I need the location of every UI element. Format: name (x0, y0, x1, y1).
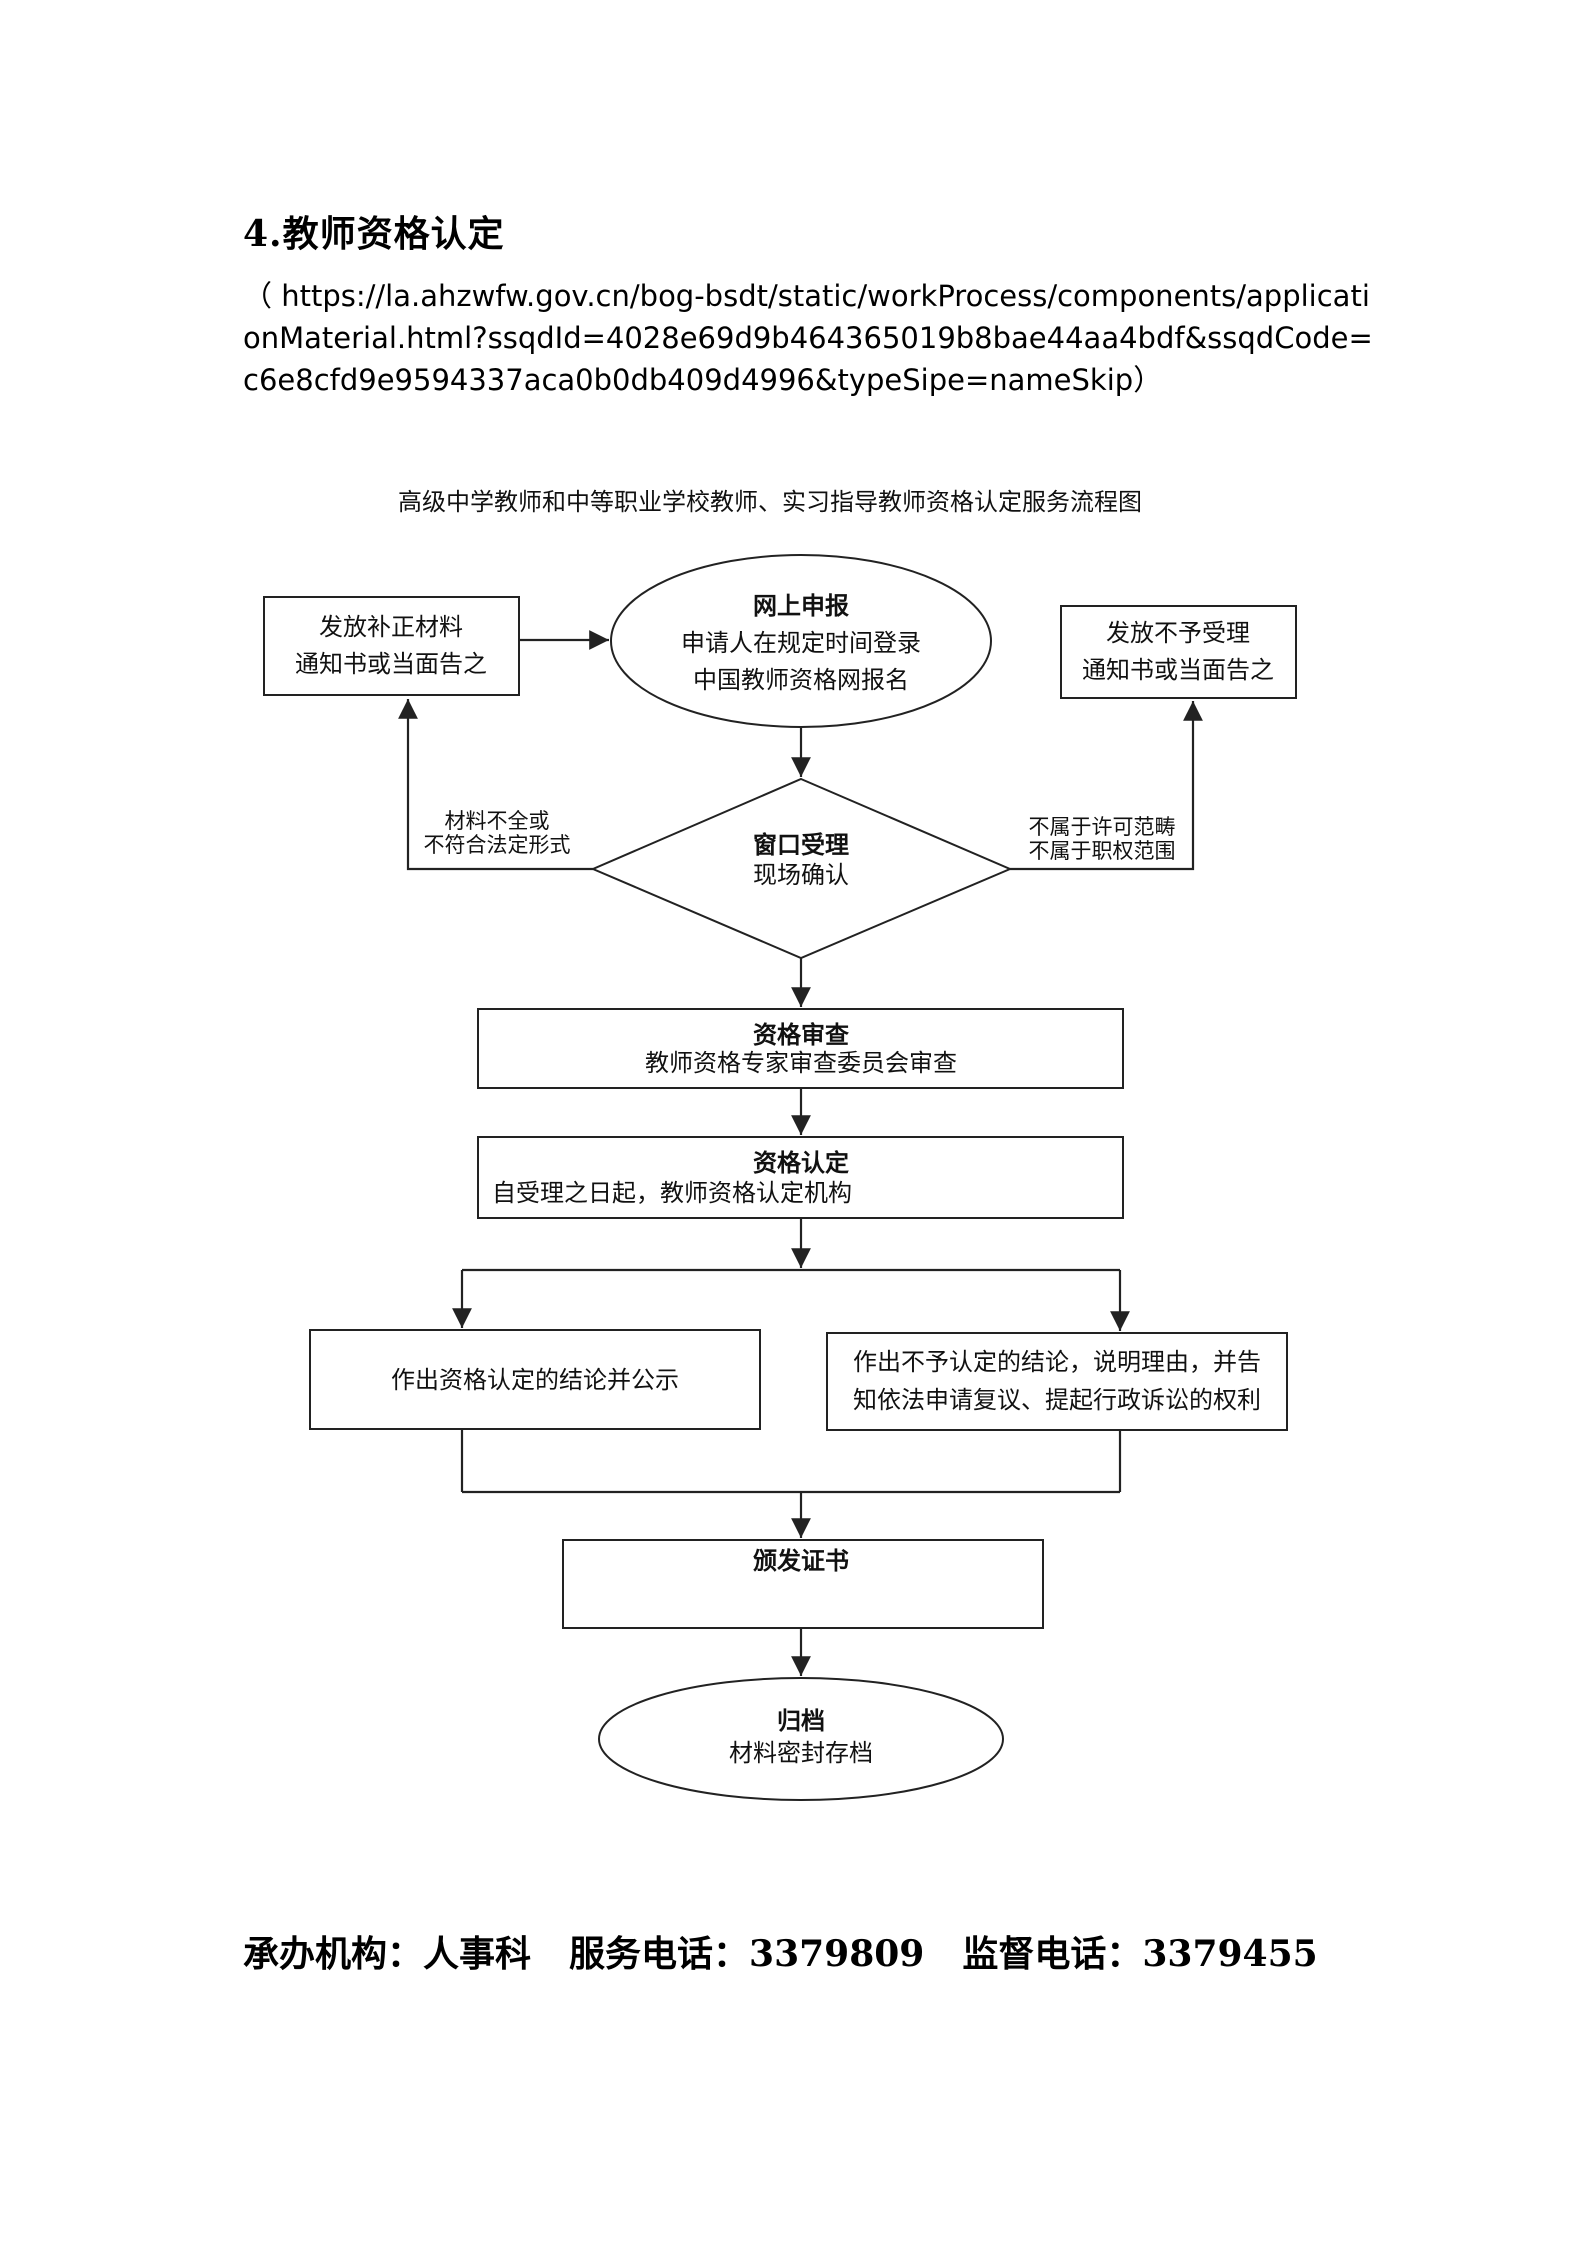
issue-certificate-title: 颁发证书 (753, 1547, 849, 1575)
certify-deny-line-2: 知依法申请复议、提起行政诉讼的权利 (853, 1386, 1261, 1414)
archive-title: 归档 (777, 1707, 825, 1735)
supplement-notice-line-1: 发放补正材料 (319, 613, 463, 641)
node-certify-publish: 作出资格认定的结论并公示 (309, 1329, 761, 1430)
section-heading: 4.教师资格认定 (243, 213, 505, 255)
archive-line-1: 材料密封存档 (729, 1739, 873, 1767)
node-window-accept: 窗口受理 现场确认 (590, 777, 1013, 960)
qualification-certify-line-1: 自受理之日起，教师资格认定机构 (492, 1179, 852, 1207)
certify-publish-line-1: 作出资格认定的结论并公示 (391, 1366, 679, 1394)
connectors (398, 630, 1203, 1676)
source-url-link[interactable]: （ https://la.ahzwfw.gov.cn/bog-bsdt/stat… (243, 279, 1373, 397)
edge-label-right-2: 不属于职权范围 (1029, 839, 1176, 863)
arrow-window-to-supplement (398, 699, 593, 871)
service-phone: 服务电话：3379809 (569, 1933, 925, 1975)
node-qualification-review: 资格审查 教师资格专家审查委员会审查 (477, 1008, 1124, 1089)
node-qualification-certify: 资格认定 自受理之日起，教师资格认定机构 (477, 1136, 1124, 1219)
qualification-review-title: 资格审查 (753, 1021, 849, 1049)
edge-label-left-2: 不符合法定形式 (424, 833, 571, 857)
qualification-review-line-1: 教师资格专家审查委员会审查 (645, 1049, 957, 1077)
node-archive: 归档 材料密封存档 (598, 1677, 1004, 1801)
contact-footer: 承办机构：人事科服务电话：3379809 监督电话：3379455 (243, 1925, 1356, 1977)
online-apply-line-2: 中国教师资格网报名 (693, 666, 909, 694)
arrow-window-to-reject (1010, 701, 1203, 871)
agency-label: 承办机构：人事科 (243, 1933, 532, 1975)
online-apply-line-1: 申请人在规定时间登录 (681, 629, 921, 657)
window-accept-title: 窗口受理 (753, 831, 849, 859)
node-reject-notice: 发放不予受理 通知书或当面告之 (1060, 605, 1297, 699)
edge-label-left-1: 材料不全或 (445, 809, 550, 833)
flowchart-title: 高级中学教师和中等职业学校教师、实习指导教师资格认定服务流程图 (398, 488, 1142, 516)
window-accept-line-1: 现场确认 (753, 861, 849, 889)
reject-notice-line-1: 发放不予受理 (1106, 619, 1250, 647)
online-apply-title: 网上申报 (753, 592, 849, 620)
supervision-phone: 监督电话：3379455 (962, 1933, 1318, 1975)
qualification-certify-title: 资格认定 (753, 1149, 849, 1177)
supplement-notice-line-2: 通知书或当面告之 (295, 650, 487, 678)
certify-deny-line-1: 作出不予认定的结论，说明理由，并告 (853, 1348, 1261, 1376)
node-online-apply: 网上申报 申请人在规定时间登录 中国教师资格网报名 (610, 554, 992, 728)
edge-label-right-1: 不属于许可范畴 (1029, 815, 1176, 839)
reject-notice-line-2: 通知书或当面告之 (1082, 656, 1274, 684)
node-issue-certificate: 颁发证书 (562, 1539, 1044, 1629)
node-supplement-notice: 发放补正材料 通知书或当面告之 (263, 596, 520, 696)
node-certify-deny: 作出不予认定的结论，说明理由，并告 知依法申请复议、提起行政诉讼的权利 (826, 1332, 1288, 1431)
